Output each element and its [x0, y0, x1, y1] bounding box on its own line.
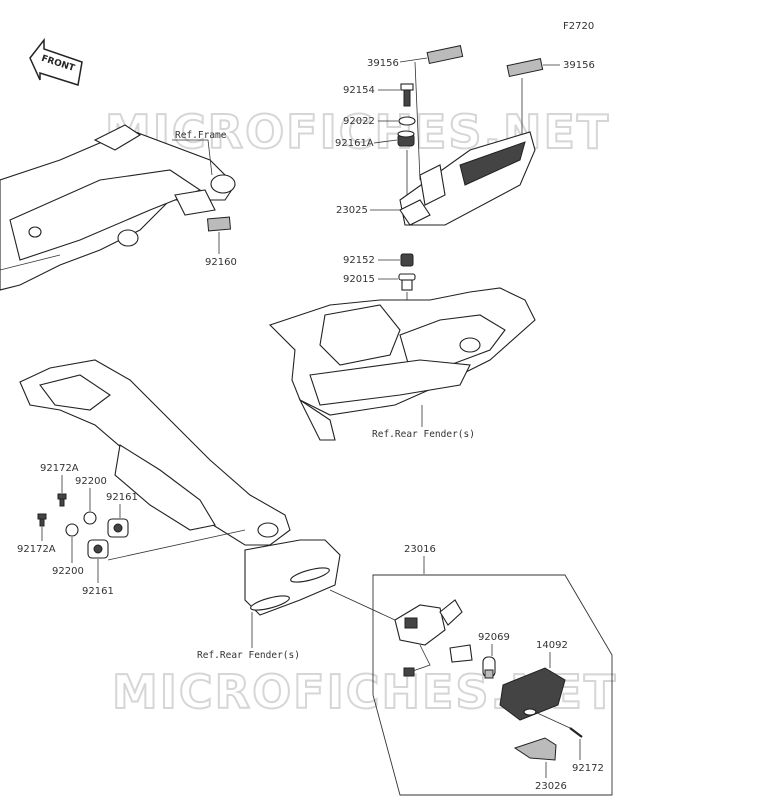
label-92160: 92160: [205, 257, 237, 268]
part-23025-tail-lamp: [399, 131, 536, 226]
front-arrow-icon: FRONT: [29, 37, 83, 86]
label-92200-bottom: 92200: [52, 566, 84, 577]
label-92200-top: 92200: [75, 476, 107, 487]
part-92200-washer-top: [83, 511, 97, 525]
part-23026-lens: [513, 737, 557, 761]
part-92161-grommet-top: [107, 518, 129, 538]
part-92172-screw: [569, 727, 583, 738]
part-92172A-screw-top: [57, 493, 67, 507]
rear-fender-bottom-illustration: [19, 359, 341, 616]
label-92161A: 92161A: [335, 138, 374, 149]
part-92160-pad: [206, 216, 232, 232]
part-14092-cover: [499, 667, 566, 721]
part-92200-washer-bottom: [65, 523, 79, 537]
figure-code: F2720: [563, 21, 594, 32]
part-23016-lamp-socket: [394, 599, 473, 677]
label-23016: 23016: [404, 544, 436, 555]
part-92022-washer: [398, 116, 416, 126]
label-23026: 23026: [535, 781, 567, 792]
ref-rear-fender-top-label: Ref.Rear Fender(s): [372, 429, 475, 440]
label-92172A-top: 92172A: [40, 463, 79, 474]
part-39156-strip-left: [426, 45, 464, 65]
part-39156-strip-right: [506, 58, 544, 78]
label-92172A-bottom: 92172A: [17, 544, 56, 555]
label-39156-right: 39156: [563, 60, 595, 71]
label-92161-bottom: 92161: [82, 586, 114, 597]
label-39156-left: 39156: [367, 58, 399, 69]
rear-fender-top-illustration: [268, 287, 536, 441]
ref-frame-label: Ref.Frame: [175, 130, 227, 141]
ref-rear-fender-bottom-label: Ref.Rear Fender(s): [197, 650, 300, 661]
part-92154-bolt: [400, 83, 414, 107]
part-92161-grommet-bottom: [87, 539, 109, 559]
part-92069-bulb: [482, 656, 496, 679]
label-92069: 92069: [478, 632, 510, 643]
part-92015-nut: [398, 273, 416, 291]
label-92152: 92152: [343, 255, 375, 266]
label-92015: 92015: [343, 274, 375, 285]
frame-illustration: [0, 124, 236, 291]
label-14092: 14092: [536, 640, 568, 651]
assembly-group-box: [372, 574, 613, 796]
label-92161-top: 92161: [106, 492, 138, 503]
label-92172: 92172: [572, 763, 604, 774]
part-92161A-grommet: [397, 130, 415, 147]
part-92172A-screw-bottom: [37, 513, 47, 527]
part-92152-nut: [400, 253, 414, 267]
label-92022: 92022: [343, 116, 375, 127]
label-92154: 92154: [343, 85, 375, 96]
label-23025: 23025: [336, 205, 368, 216]
